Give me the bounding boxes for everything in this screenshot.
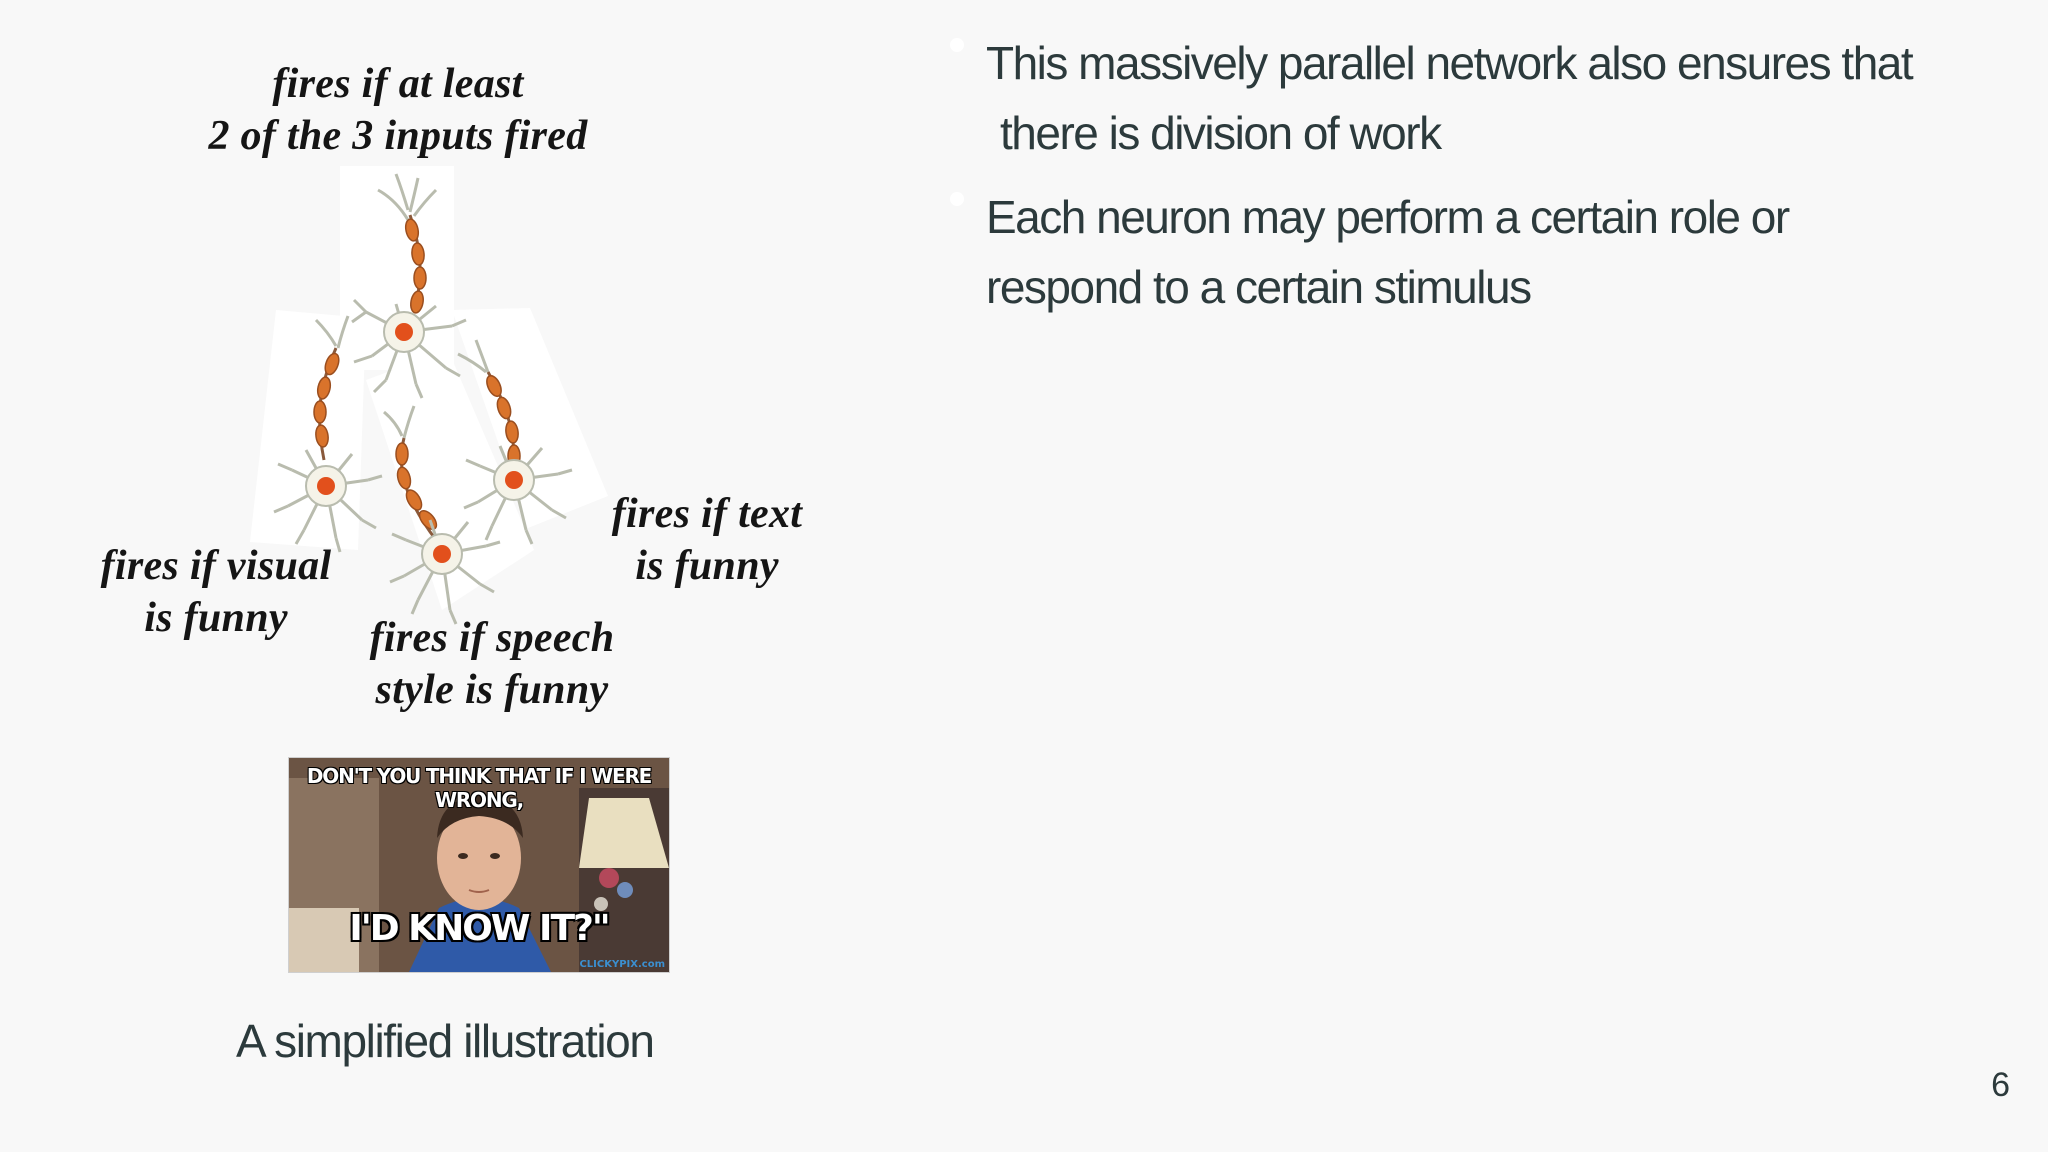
bullet-marker: [950, 192, 964, 206]
neuron-label-line: is funny: [144, 595, 288, 641]
neuron-network-illustration: [250, 166, 608, 625]
bullet-item: This massively parallel network also ens…: [940, 28, 2000, 168]
neuron-cutout: [250, 310, 366, 550]
neuron-label-line: is funny: [635, 543, 779, 589]
meme-watermark: CLICKYPIX.com: [579, 959, 665, 970]
bullet-text-line: respond to a certain stimulus: [986, 261, 1532, 313]
neuron-label-line: fires if at least: [272, 61, 524, 107]
bullet-list: This massively parallel network also ens…: [940, 28, 2000, 336]
bullet-marker: [950, 38, 964, 52]
neuron-label-line: 2 of the 3 inputs fired: [208, 113, 588, 159]
neuron-network-figure: fires if at least 2 of the 3 inputs fire…: [96, 50, 836, 730]
neuron-visual: [273, 315, 383, 553]
page-number: 6: [1991, 1066, 2010, 1104]
neuron-label-line: style is funny: [375, 667, 609, 713]
meme-scene: [289, 758, 669, 972]
bullet-text-line: there is division of work: [1000, 107, 1442, 159]
neuron-label-top: fires if at least 2 of the 3 inputs fire…: [208, 58, 588, 162]
figure-caption: A simplified illustration: [236, 1015, 655, 1067]
neuron-label-line: fires if speech: [369, 615, 615, 661]
neuron-cutout: [452, 308, 608, 528]
neuron-label-speech: fires if speech style is funny: [358, 612, 626, 716]
neuron-label-visual: fires if visual is funny: [86, 540, 346, 644]
bullet-text-line: Each neuron may perform a certain role o…: [986, 191, 1790, 243]
meme-bottom-caption: I'D KNOW IT?": [349, 908, 610, 949]
bullet-item: Each neuron may perform a certain role o…: [940, 182, 2000, 322]
neuron-label-line: fires if visual: [100, 543, 332, 589]
bullet-text-line: This massively parallel network also ens…: [986, 37, 1914, 89]
neuron-label-line: fires if text: [611, 491, 803, 537]
neuron-text: [457, 339, 573, 545]
meme-top-caption: DON'T YOU THINK THAT IF I WERE WRONG,: [306, 764, 652, 812]
neuron-top: [351, 173, 467, 399]
neuron-label-text: fires if text is funny: [602, 488, 812, 592]
meme-image: DON'T YOU THINK THAT IF I WERE WRONG, I'…: [289, 758, 669, 972]
neuron-speech: [383, 405, 501, 625]
neuron-cutout: [340, 166, 454, 370]
